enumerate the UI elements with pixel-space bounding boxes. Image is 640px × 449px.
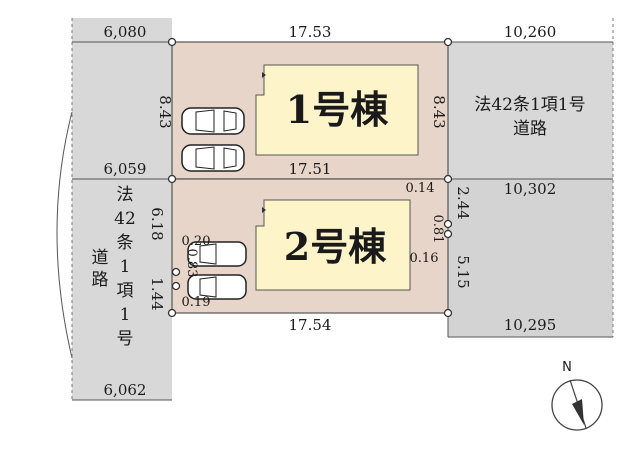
west-road-label: 法 42 条 1 項 1 号 [114, 185, 136, 349]
west-road-label-char: 1 [120, 305, 131, 325]
west-road-label-char: 号 [117, 329, 134, 349]
dim-bottom-lot-left-small: 1.44 [148, 277, 166, 310]
west-road-label-bottom-char: 路 [92, 270, 109, 290]
dim-road-right-top: 10,260 [504, 23, 557, 41]
survey-markers [167, 37, 453, 318]
dim-bottom-lot-left: 6.18 [148, 207, 166, 240]
east-neighbor-bottom [448, 179, 613, 337]
building-2 [255, 199, 411, 291]
west-road-curve-line [56, 111, 73, 359]
dim-left-small-1: 0.20 [182, 234, 211, 249]
west-road-label-bottom: 道路 [92, 248, 109, 290]
car-icon [181, 107, 245, 135]
dim-corner-small-1: 0.14 [406, 181, 435, 196]
compass-icon: N [551, 360, 603, 431]
west-road-curve [0, 110, 72, 360]
dim-corner-small-3: 0.16 [410, 251, 439, 266]
west-road-label-char: 42 [114, 209, 136, 229]
east-road-label-line1: 法42条1項1号 [474, 95, 585, 115]
dim-road-right-bottom: 10,295 [504, 316, 557, 334]
dim-road-left-mid: 6,059 [104, 160, 147, 178]
building-2-entrance-icon [262, 207, 266, 213]
dim-road-right-mid: 10,302 [504, 180, 557, 198]
dim-top-lot-left: 8.43 [156, 95, 174, 128]
west-road-label-bottom-char: 道 [92, 248, 109, 268]
building-1-label: 1号棟 [286, 87, 389, 132]
dim-left-small-3: 0.19 [182, 295, 211, 310]
dim-bottom-lot-right-top: 2.44 [454, 186, 472, 219]
west-road-label-char: 法 [117, 185, 134, 205]
dim-left-small-2: 0.83 [184, 249, 199, 278]
west-road-label-char: 項 [117, 281, 134, 301]
dim-road-left-bottom: 6,062 [104, 381, 147, 399]
building-2-label: 2号棟 [284, 224, 387, 269]
dim-bottom-lot-right-bottom: 5.15 [454, 255, 472, 288]
car-icon [187, 274, 247, 300]
car-icon [187, 241, 247, 267]
dim-top-lot-top: 17.53 [289, 23, 332, 41]
building-1-entrance-icon [262, 72, 266, 78]
dim-bottom-lot-bottom: 17.54 [289, 316, 332, 334]
dim-corner-small-2: 0.81 [430, 215, 445, 244]
car-icon [181, 144, 245, 172]
west-road-label-char: 条 [117, 233, 134, 253]
east-road-label-line2: 道路 [513, 119, 547, 139]
dim-top-lot-right: 8.43 [430, 95, 448, 128]
building-1 [255, 64, 419, 156]
east-road-top [448, 42, 613, 179]
west-road [72, 18, 172, 400]
west-road-label-char: 1 [120, 257, 131, 277]
dim-top-lot-bottom: 17.51 [289, 160, 332, 178]
dim-road-left-top: 6,080 [104, 23, 147, 41]
compass-north-label: N [562, 360, 572, 375]
